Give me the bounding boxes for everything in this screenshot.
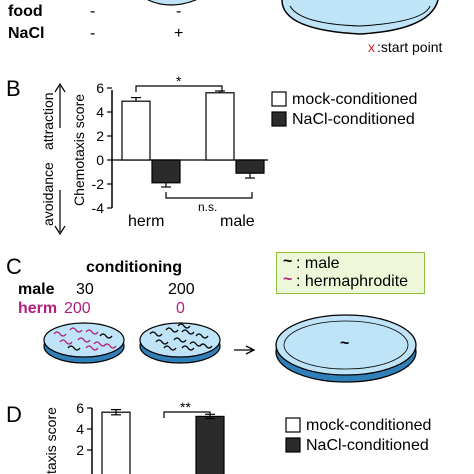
panel-b-category-male: male [220,213,255,230]
male-worm [165,327,179,333]
panel-b-bar-herm-nacl [151,159,181,184]
herm-worm [59,339,73,345]
panel-a-nacl-label: NaCl [8,25,45,42]
panel-b-legend-mock-swatch [271,91,287,107]
panel-a-food-value-1: - [90,3,96,20]
panel-c-letter: C [6,254,22,279]
panel-c-plate-2 [139,322,221,364]
panel-d-chart [87,407,225,474]
herm-worm [85,329,99,335]
panel-c-plate-1 [43,322,125,364]
panel-d-legend-nacl-swatch [285,437,301,453]
panel-c-test-plate [275,314,417,383]
panel-a-plates [147,0,439,35]
panel-b-sig-bracket-bottom [165,192,253,199]
panel-b-legend-nacl-swatch [271,111,287,127]
panel-a-nacl-value-2: + [174,25,184,42]
panel-a-food-value-2: - [176,3,182,20]
male-worm [67,345,81,351]
panel-d-y-axis-label: taxis score [43,407,59,474]
male-worm [99,333,113,339]
panel-b-y-tick-label: -4 [91,200,104,216]
male-worm [181,329,195,335]
male-worm [177,323,191,329]
panel-a-nacl-value-1: - [90,25,96,42]
male-worm [199,343,213,349]
male-worm [173,337,187,343]
start-point-label: :start point [377,39,443,55]
male-worm [149,331,163,337]
panel-d-bar-mock [101,411,131,474]
panel-b-y-tick-label: -2 [91,176,104,192]
male-worm [155,339,169,345]
panel-b-sig-bottom: n.s. [198,200,218,214]
panel-b-bar-male-nacl [235,159,265,174]
panel-b-category-herm: herm [128,213,165,230]
herm-worm [69,327,83,333]
panel-d-y-tick-label: 6 [76,400,84,416]
panel-d-letter: D [6,402,22,427]
herm-worm [85,345,99,351]
panel-c-row-male-value-2: 200 [168,281,195,298]
panel-c-row-male-label: male [18,281,55,298]
panel-b-bar-herm-mock [121,100,151,161]
panel-b-avoidance-arrow [54,190,66,236]
panel-d-legend-mock-swatch [285,417,301,433]
panel-b-chart [54,82,268,236]
panel-b-sig-bracket-top [135,85,223,92]
panel-c-legend-male: : male [296,255,340,272]
panel-d-sig-top: ** [180,399,191,415]
panel-c-row-herm-value-1: 200 [64,300,91,317]
start-point-marker: x [368,39,375,55]
panel-d-legend-nacl: NaCl-conditioned [306,437,429,454]
herm-worm [53,331,67,337]
panel-d-legend-mock: mock-conditioned [306,417,432,434]
panel-b-y-tick-label: 4 [96,104,104,120]
panel-d-sig-bracket [163,411,211,418]
panel-b-sig-top: * [176,73,182,89]
male-worm [181,345,195,351]
panel-c-legend-herm-glyph: ~ [283,271,293,288]
panel-b-letter: B [6,76,21,101]
panel-b-y-tick-label: 6 [96,80,104,96]
panel-c-arrow [234,345,256,355]
panel-c-test-plate-worm: ~ [340,335,350,352]
panel-b-legend-mock: mock-conditioned [292,91,418,108]
panel-a-test-plate [281,0,439,35]
panel-b-y-tick-label: 0 [96,152,104,168]
panel-c-legend-male-glyph: ~ [283,253,293,270]
panel-c-row-male-value-1: 30 [76,281,94,298]
panel-b-attraction-arrow [54,82,66,128]
herm-worm [77,337,91,343]
panel-c-row-herm-value-2: 0 [176,300,185,317]
panel-d-y-tick-label: 2 [76,442,84,458]
panel-a-small-plate [147,0,197,6]
panel-b-legend-nacl: NaCl-conditioned [292,111,415,128]
panel-b-y-tick-label: 2 [96,128,104,144]
herm-worm [103,343,117,349]
panel-a-food-label: food [8,3,43,20]
panel-c-legend-box [276,252,425,294]
male-worm [163,345,177,351]
male-worm [195,333,209,339]
panel-c-heading: conditioning [86,259,182,276]
panel-c-row-herm-label: herm [18,300,58,317]
panel-b-bar-male-mock [205,92,235,161]
panel-d-bar-nacl [195,415,225,474]
panel-b-direction-down: avoidance [40,162,56,226]
panel-d-y-tick-label: 4 [76,421,84,437]
panel-c-legend-herm: : hermaphrodite [296,273,409,290]
